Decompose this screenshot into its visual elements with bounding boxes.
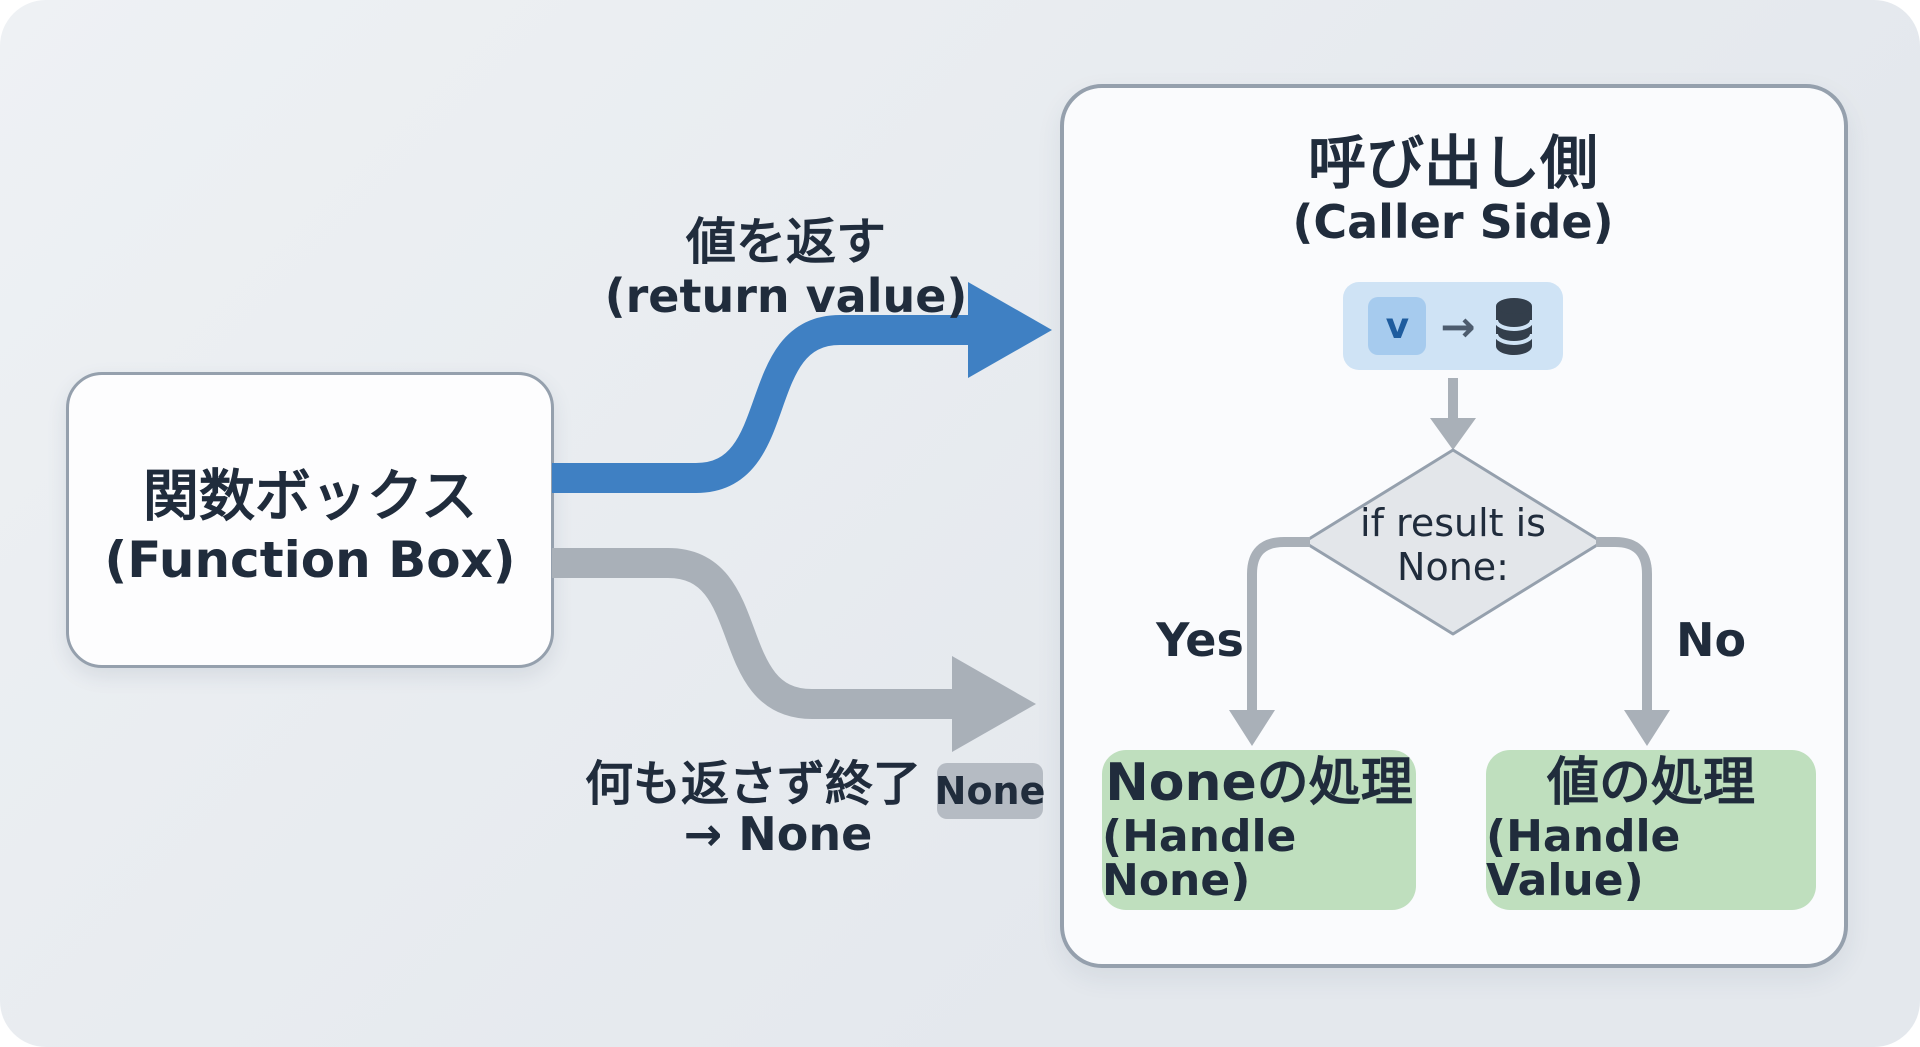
none-arrow-label: 何も返さず終了 [584, 756, 922, 812]
return-arrow-label: 値を返す [686, 213, 886, 271]
handle-none-title: Noneの処理 [1105, 753, 1413, 813]
handle-none-subtitle: (Handle None) [1102, 811, 1297, 906]
caller-subtitle: (Caller Side) [1292, 195, 1614, 249]
value-assignment-chip: v → [1343, 282, 1563, 370]
caller-title: 呼び出し側 [1307, 129, 1599, 197]
none-arrow-sublabel: → None [683, 807, 873, 861]
function-box-title: 関数ボックス [142, 464, 478, 530]
return-arrow-sublabel: (return value) [604, 269, 968, 323]
assign-arrow-icon: → [1440, 301, 1476, 351]
database-icon [1493, 298, 1534, 355]
handle-value-title: 値の処理 [1546, 753, 1755, 813]
function-box-subtitle: (Function Box) [104, 531, 516, 589]
decision-text-line1: if result is [1360, 501, 1546, 546]
decision-text-line2: None: [1397, 545, 1509, 590]
handle-none-box: Noneの処理 (Handle None) [1102, 750, 1416, 910]
none-badge: None [935, 763, 1045, 819]
handle-value-subtitle: (Handle Value) [1486, 811, 1681, 906]
no-label: No [1675, 613, 1747, 667]
variable-chip: v [1368, 297, 1427, 355]
function-box [66, 372, 554, 668]
none-return-arrow [552, 548, 1036, 752]
yes-label: Yes [1156, 613, 1244, 667]
handle-value-box: 値の処理 (Handle Value) [1486, 750, 1816, 910]
